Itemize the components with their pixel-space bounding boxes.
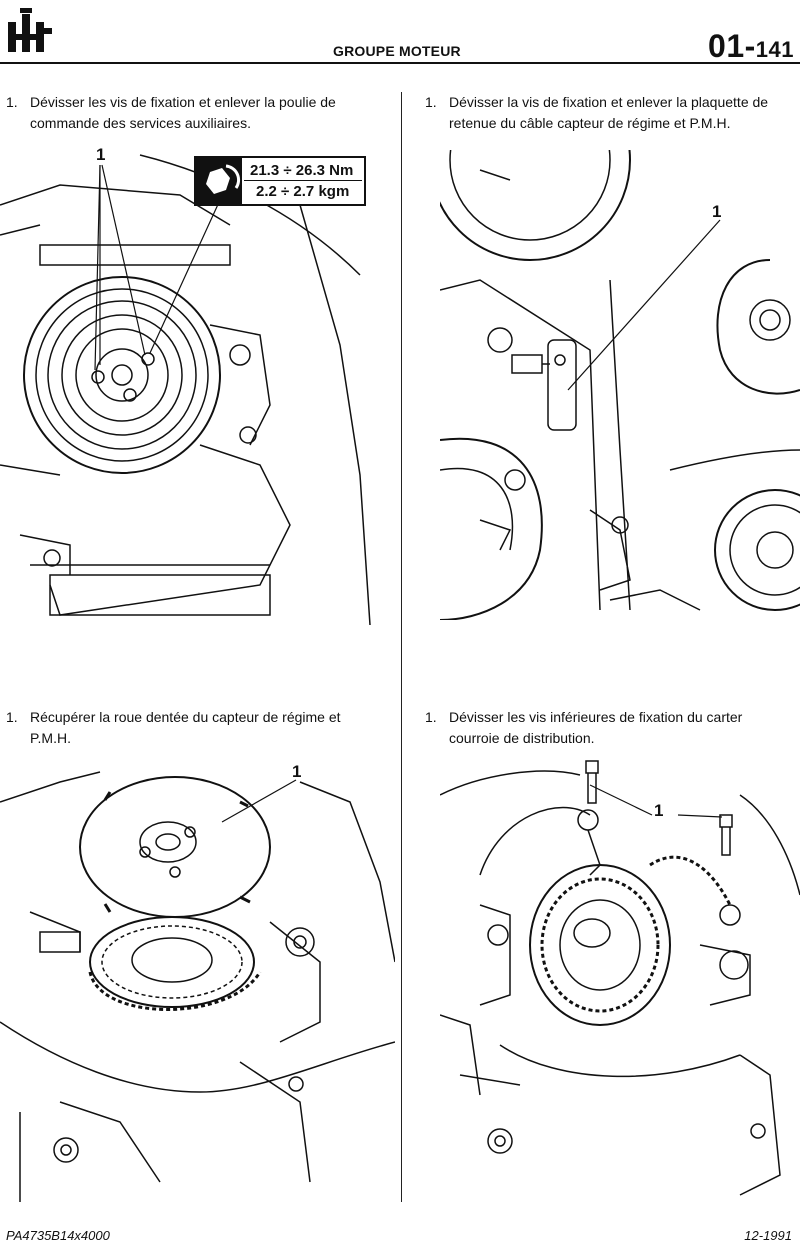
pulley-drawing [0, 154, 371, 626]
callout-label: 1 [96, 145, 106, 164]
toothed-wheel-drawing [0, 771, 395, 1202]
step-text: Récupérer la roue dentée du capteur de r… [30, 707, 341, 749]
page-code-minor: 141 [755, 37, 794, 62]
step-number: 1. [425, 709, 437, 725]
step-line: Dévisser les vis inférieures de fixation… [449, 709, 743, 725]
step-text: Dévisser les vis de fixation et enlever … [30, 92, 336, 134]
step-line: Récupérer la roue dentée du capteur de r… [30, 709, 341, 725]
step-line: courroie de distribution. [449, 730, 595, 746]
brand-logo-icon [8, 8, 52, 52]
header-rule [0, 62, 800, 64]
column-divider [401, 92, 402, 1202]
step-line: Dévisser les vis de fixation et enlever … [30, 94, 336, 110]
step-line: commande des services auxiliaires. [30, 115, 251, 131]
timing-cover-drawing [440, 760, 800, 1196]
step-number: 1. [425, 94, 437, 110]
torque-divider [244, 180, 362, 181]
callout-label: 1 [712, 202, 722, 221]
callout-label: 1 [292, 762, 302, 781]
figure-pulley-removal: 1 [0, 145, 395, 645]
sensor-plate-drawing [440, 150, 800, 620]
step-line: retenue du câble capteur de régime et P.… [449, 115, 731, 131]
page-number: 01-141 [708, 28, 794, 65]
step-line: P.M.H. [30, 730, 71, 746]
figure-timing-cover-screws: 1 [440, 755, 800, 1215]
wrench-nut-icon [206, 164, 241, 194]
torque-value-kgm: 2.2 ÷ 2.7 kgm [256, 183, 350, 200]
torque-icon-box [196, 158, 242, 204]
step-line: Dévisser la vis de fixation et enlever l… [449, 94, 769, 110]
page-code-major: 01 [708, 28, 745, 64]
torque-value-nm: 21.3 ÷ 26.3 Nm [250, 162, 354, 179]
figure-sensor-plate: 1 [440, 150, 800, 620]
page-header: GROUPE MOTEUR 01-141 [0, 0, 800, 70]
figure-toothed-wheel: 1 [0, 762, 395, 1212]
step-number: 1. [6, 94, 18, 110]
step-number: 1. [6, 709, 18, 725]
footer-date: 12-1991 [744, 1228, 792, 1243]
footer-reference: PA4735B14x4000 [6, 1228, 110, 1243]
step-text: Dévisser les vis inférieures de fixation… [449, 707, 742, 749]
callout-label: 1 [654, 801, 664, 820]
page-code-separator: - [744, 28, 756, 64]
torque-spec-box: 21.3 ÷ 26.3 Nm 2.2 ÷ 2.7 kgm [194, 156, 366, 206]
section-title: GROUPE MOTEUR [333, 43, 461, 59]
step-text: Dévisser la vis de fixation et enlever l… [449, 92, 768, 134]
